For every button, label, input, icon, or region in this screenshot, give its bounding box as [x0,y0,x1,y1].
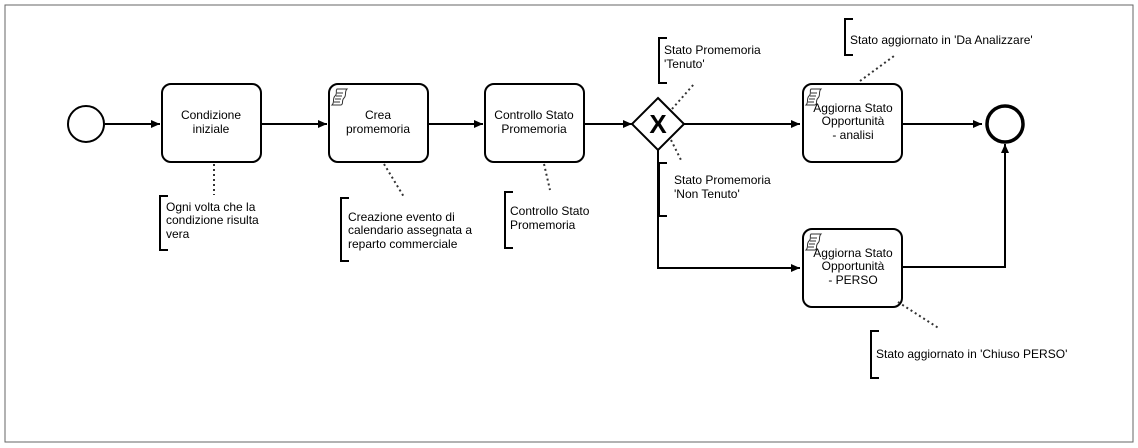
task-label-line: - PERSO [828,273,877,287]
svg-text:condizione risulta: condizione risulta [166,213,259,227]
annotation-non-tenuto: Stato Promemoria 'Non Tenuto' [658,162,771,217]
svg-text:Creazione evento di: Creazione evento di [348,210,455,224]
task-crea-promemoria[interactable]: Crea promemoria [328,83,429,163]
association-perso [897,301,941,330]
association-non-tenuto [670,139,682,161]
task-label-line: Controllo Stato [494,108,574,122]
script-icon [804,88,823,106]
svg-text:reparto commerciale: reparto commerciale [348,237,458,251]
task-aggiorna-perso[interactable]: Aggiorna Stato Opportunità - PERSO [802,228,903,308]
svg-text:Ogni volta che la: Ogni volta che la [166,200,256,214]
task-label-line: Crea [365,108,391,122]
script-icon [330,88,349,106]
task-label-line: Promemoria [501,122,567,136]
association-crea [383,163,405,198]
annotation-perso: Stato aggiornato in 'Chiuso PERSO' [870,330,1067,379]
svg-text:'Tenuto': 'Tenuto' [664,57,705,71]
flow-perso-to-end[interactable] [902,144,1009,268]
exclusive-gateway[interactable]: X [630,96,686,152]
sequence-flows [105,120,1009,272]
task-aggiorna-analisi[interactable]: Aggiorna Stato Opportunità - analisi [802,83,903,163]
svg-text:vera: vera [166,227,190,241]
canvas-frame [4,4,1134,443]
annotation-tenuto: Stato Promemoria 'Tenuto' [658,37,761,84]
annotation-crea: Creazione evento di calendario assegnata… [340,197,472,262]
task-controllo-stato-promemoria[interactable]: Controllo Stato Promemoria [484,83,585,163]
end-event[interactable] [985,104,1025,144]
svg-text:calendario assegnata a: calendario assegnata a [348,223,472,237]
task-label-line: Condizione [181,108,241,122]
task-label-line: iniziale [193,122,230,136]
svg-text:Stato Promemoria: Stato Promemoria [674,173,771,187]
gateway-x-icon: X [649,109,667,139]
task-label-line: Opportunità [822,259,885,273]
svg-text:Stato aggiornato in 'Da Analiz: Stato aggiornato in 'Da Analizzare' [850,33,1033,47]
svg-text:'Non Tenuto': 'Non Tenuto' [674,187,740,201]
task-label-line: Opportunità [822,114,885,128]
annotation-analisi: Stato aggiornato in 'Da Analizzare' [844,18,1033,56]
associations [213,55,941,330]
task-label-line: Aggiorna Stato [813,246,893,260]
start-event[interactable] [67,105,105,143]
task-label-line: promemoria [346,122,410,136]
svg-text:Controllo Stato: Controllo Stato [510,204,590,218]
annotation-condizione: Ogni volta che la condizione risulta ver… [159,195,259,251]
annotation-controllo: Controllo Stato Promemoria [504,191,590,249]
task-label-line: - analisi [832,128,873,142]
svg-text:Stato aggiornato in 'Chiuso PE: Stato aggiornato in 'Chiuso PERSO' [876,347,1067,361]
task-condizione-iniziale[interactable]: Condizione iniziale [161,83,262,163]
association-analisi [859,55,895,82]
association-tenuto [671,83,695,110]
task-label-line: Aggiorna Stato [813,101,893,115]
svg-text:Promemoria: Promemoria [510,218,576,232]
script-icon [804,233,823,251]
svg-text:Stato Promemoria: Stato Promemoria [664,43,761,57]
